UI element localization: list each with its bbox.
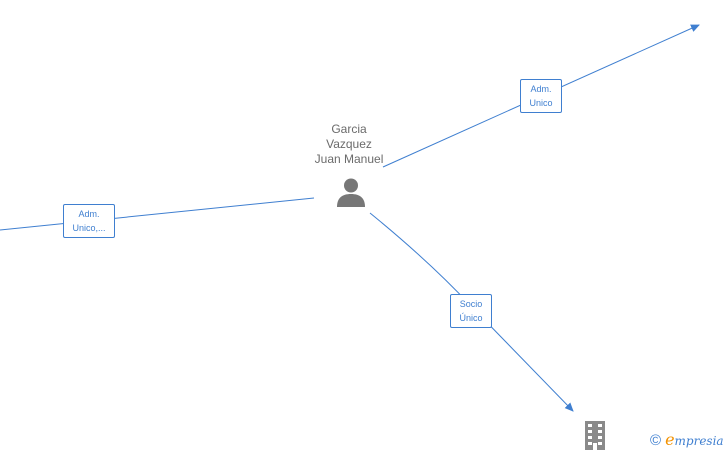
person-name-line-2: Vazquez — [326, 137, 372, 151]
edge-label-line-1: Adm. — [530, 84, 552, 94]
edge-line-adm-unico-2 — [0, 197, 315, 231]
person-icon[interactable] — [336, 177, 366, 207]
edge-label-line-2: Unico,... — [72, 223, 106, 233]
person-node-name[interactable]: Garcia Vazquez Juan Manuel — [299, 122, 399, 167]
edge-label-line-1: Socio — [459, 299, 483, 309]
brand-logo-text: mpresia — [674, 434, 724, 448]
edge-label-adm-unico[interactable]: Adm. Unico — [520, 79, 562, 113]
edge-label-adm-unico-2[interactable]: Adm. Unico,... — [63, 204, 115, 238]
copyright-notice: ©empresia — [650, 430, 724, 449]
brand-logo-initial: e — [665, 430, 675, 449]
edge-label-socio-unico[interactable]: Socio Único — [450, 294, 492, 328]
person-name-line-3: Juan Manuel — [314, 152, 384, 166]
edge-label-line-2: Único — [459, 313, 483, 323]
person-name-line-1: Garcia — [331, 122, 367, 136]
building-icon[interactable] — [583, 421, 607, 450]
edge-label-line-2: Unico — [529, 98, 553, 108]
edge-label-line-1: Adm. — [78, 209, 100, 219]
copyright-symbol: © — [650, 432, 662, 449]
